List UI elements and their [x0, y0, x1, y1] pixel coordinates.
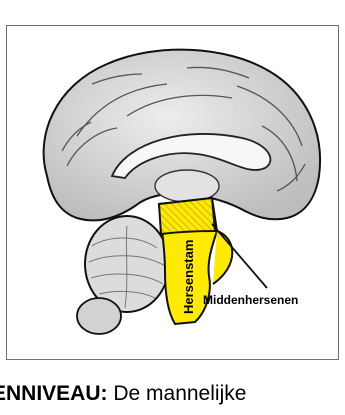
caption-text: De mannelijke — [108, 382, 247, 405]
caption-heading: ENNIVEAU: — [0, 382, 108, 405]
midbrain-shape — [159, 198, 215, 234]
thalamus — [155, 170, 219, 202]
cerebellum — [77, 216, 169, 334]
pons-bulge — [213, 231, 232, 284]
brain-illustration: Hersenstam Middenhersenen — [7, 26, 340, 361]
brainstem-label: Hersenstam — [181, 240, 196, 314]
brain-figure: Hersenstam Middenhersenen — [6, 25, 339, 360]
midbrain-label: Middenhersenen — [203, 293, 298, 307]
caption: ENNIVEAU: De mannelijke — [0, 381, 246, 407]
